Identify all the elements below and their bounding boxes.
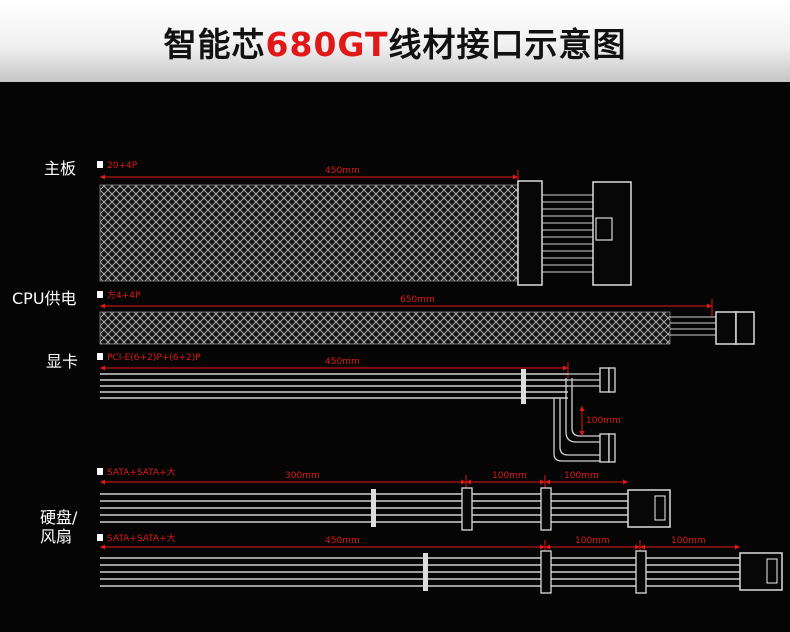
length-label: 450mm (325, 357, 360, 367)
sata-connector-2 (540, 487, 552, 531)
length-label-2: 100mm (575, 536, 610, 546)
length-label-3: 100mm (564, 471, 599, 481)
sata-connector-1 (540, 550, 552, 594)
label-motherboard: 主板 (44, 159, 77, 178)
connector-label: SATA+SATA+大 (107, 466, 176, 478)
pcie-connector-2 (608, 367, 616, 393)
tag-marker (97, 534, 103, 541)
ribbon-wires (100, 557, 740, 587)
braided-sleeve (99, 311, 671, 345)
length-label-3: 100mm (671, 536, 706, 546)
pcie-connector-6b (599, 433, 610, 463)
braided-sleeve (99, 184, 519, 282)
ribbon-wires (100, 493, 628, 523)
pcie-connector-6 (599, 367, 610, 393)
pcie-connector-2b (608, 433, 616, 463)
label-graphics-card: 显卡 (46, 352, 79, 371)
sata-cable-2: SATA+SATA+大 450mm 100mm 100mm (97, 532, 783, 594)
page-title: 智能芯680GT线材接口示意图 (0, 18, 790, 66)
sata-connector-2 (635, 550, 647, 594)
connector-label: SATA+SATA+大 (107, 532, 176, 544)
length-label: 650mm (400, 295, 435, 305)
length-label-1: 300mm (285, 471, 320, 481)
title-model: 680GT (265, 25, 389, 64)
tag-marker (97, 468, 103, 475)
molex-pin-block (654, 495, 666, 521)
connector-label: 方4+4P (107, 289, 141, 301)
connector-label: PCI-E(6+2)P+(6+2)P (107, 353, 201, 363)
label-cpu-power: CPU供电 (12, 289, 77, 308)
cable-diagram: 20+4P 450mm 方4+4P 650mm (97, 161, 783, 594)
length-label: 450mm (325, 166, 360, 176)
tag-marker (97, 291, 103, 298)
gpu-cable: PCI-E(6+2)P+(6+2)P 450mm 100mm (97, 353, 621, 463)
ribbon-wires (100, 373, 568, 399)
loose-wires (670, 316, 716, 336)
sata-cable-1: SATA+SATA+大 300mm 100mm 100mm (97, 466, 671, 531)
cable-comb (423, 553, 428, 591)
cable-comb (371, 489, 376, 527)
cpu-connector-a (715, 311, 737, 345)
connector-body (517, 180, 543, 286)
length-label-1: 450mm (325, 536, 360, 546)
molex-pin-block (766, 558, 778, 584)
tag-marker (97, 161, 103, 168)
tag-marker (97, 353, 103, 360)
sata-connector-1 (461, 487, 473, 531)
connector-label: 20+4P (107, 161, 138, 171)
cpu-power-cable: 方4+4P 650mm (97, 289, 755, 345)
title-banner: 智能芯680GT线材接口示意图 (0, 0, 790, 82)
loose-wires (542, 194, 593, 273)
atx-latch (595, 217, 613, 241)
label-storage-line1: 硬盘/ (40, 508, 78, 527)
length-label-2: 100mm (492, 471, 527, 481)
motherboard-cable: 20+4P 450mm (97, 161, 632, 286)
cable-comb (521, 369, 526, 404)
cpu-connector-b (735, 311, 755, 345)
label-storage-line2: 风扇 (40, 527, 73, 546)
branch-length-label: 100mm (586, 416, 621, 426)
title-suffix: 线材接口示意图 (388, 25, 627, 64)
title-prefix: 智能芯 (163, 25, 266, 64)
